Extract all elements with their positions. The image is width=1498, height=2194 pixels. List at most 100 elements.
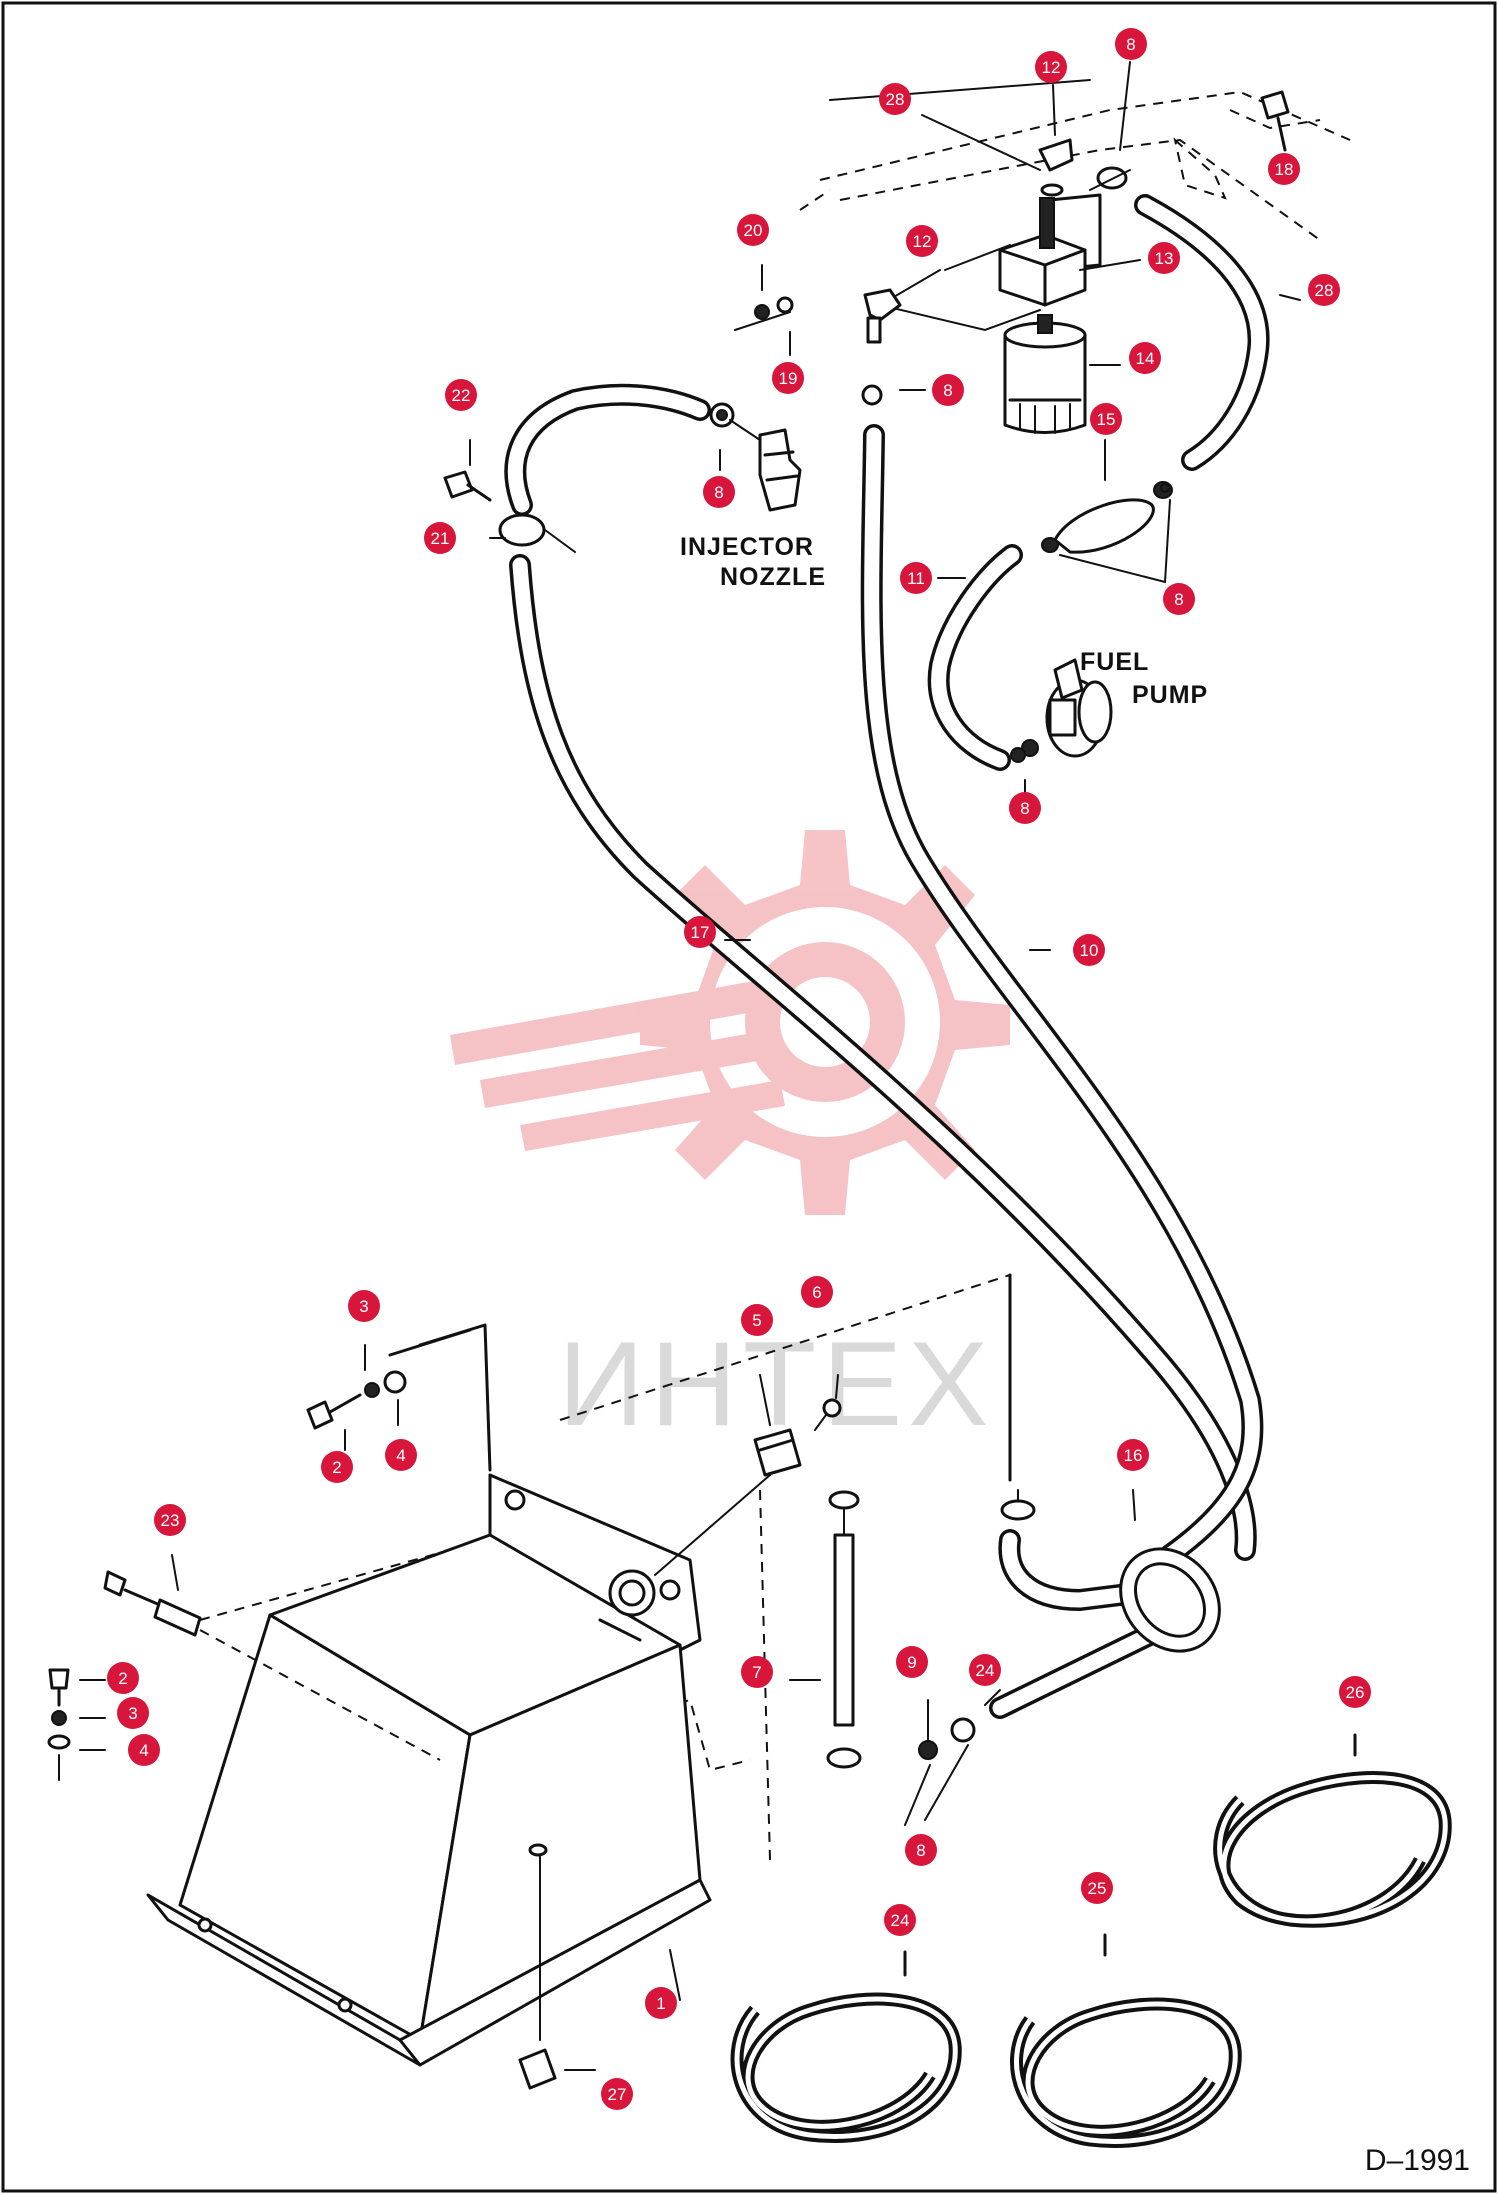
callout-number: 8 <box>916 1841 925 1860</box>
callout-number: 28 <box>1315 281 1334 300</box>
callout-38: 1 <box>645 1987 677 2019</box>
callout-number: 23 <box>161 1511 180 1530</box>
callout-number: 12 <box>913 232 932 251</box>
callout-number: 16 <box>1124 1446 1143 1465</box>
callout-number: 25 <box>1088 1879 1107 1898</box>
callout-badge <box>424 522 456 554</box>
callout-24: 4 <box>385 1439 417 1471</box>
callout-18: 8 <box>1009 792 1041 824</box>
injector-nozzle-label-line2: NOZZLE <box>720 563 826 591</box>
callout-badge <box>1090 403 1122 435</box>
callout-number: 18 <box>1275 160 1294 179</box>
callout-8: 28 <box>1308 274 1340 306</box>
coiled-hose-26 <box>1213 1733 1452 1928</box>
callout-number: 28 <box>886 90 905 109</box>
callout-badge <box>1148 242 1180 274</box>
callout-26: 16 <box>1117 1439 1149 1471</box>
callout-13: 15 <box>1090 403 1122 435</box>
callout-badge <box>1117 1439 1149 1471</box>
callout-badge <box>879 83 911 115</box>
callout-badge <box>906 225 938 257</box>
callout-number: 8 <box>1020 799 1029 818</box>
callout-3: 28 <box>879 83 911 115</box>
callout-number: 19 <box>779 369 798 388</box>
callout-badge <box>1163 583 1195 615</box>
callout-badge <box>905 1834 937 1866</box>
callout-12: 22 <box>445 379 477 411</box>
hose-clamp-21 <box>498 513 576 553</box>
bolt-22 <box>443 439 492 502</box>
coiled-hose-25 <box>1010 1933 1242 2148</box>
callout-badge <box>1339 1676 1371 1708</box>
tank-mount-hardware-upper <box>306 1344 407 1451</box>
hose-24-drain <box>989 1614 1181 1719</box>
callout-7: 13 <box>1148 242 1180 274</box>
callout-number: 26 <box>1346 1683 1365 1702</box>
tank-mount-hardware-left <box>47 1668 106 1781</box>
callout-20: 10 <box>1073 934 1105 966</box>
callout-badge <box>969 1654 1001 1686</box>
callout-1: 8 <box>1115 28 1147 60</box>
callout-15: 21 <box>424 522 456 554</box>
callout-number: 1 <box>656 1994 665 2013</box>
callout-badge <box>1081 1872 1113 1904</box>
callout-4: 18 <box>1268 153 1300 185</box>
callout-number: 10 <box>1080 941 1099 960</box>
callout-2: 12 <box>1035 51 1067 83</box>
callout-number: 4 <box>139 1741 148 1760</box>
hose-28-upper <box>1134 194 1270 471</box>
callout-36: 25 <box>1081 1872 1113 1904</box>
callout-35: 8 <box>905 1834 937 1866</box>
callout-31: 2 <box>107 1662 139 1694</box>
callout-number: 4 <box>396 1446 405 1465</box>
hose-11-pump-feed <box>927 544 1023 771</box>
callout-badge <box>703 476 735 508</box>
fuel-filter-assembly <box>877 138 1131 434</box>
callout-badge <box>154 1504 186 1536</box>
drawing-code: D–1991 <box>1365 2144 1470 2177</box>
callout-number: 24 <box>976 1661 995 1680</box>
callout-number: 12 <box>1042 58 1061 77</box>
callout-badge <box>1268 153 1300 185</box>
callout-30: 7 <box>741 1656 773 1688</box>
fuel-pump-label-line1: FUEL <box>1080 648 1149 676</box>
drain-fittings <box>904 1689 1001 1826</box>
hose-22-injector <box>504 383 711 516</box>
callout-badge <box>645 1987 677 2019</box>
callout-5: 20 <box>737 214 769 246</box>
primer-bulb <box>1041 439 1173 584</box>
callout-25: 2 <box>321 1451 353 1483</box>
callout-29: 24 <box>969 1654 1001 1686</box>
watermark-text: ИНТЕХ <box>558 1317 994 1451</box>
callout-badge <box>1115 28 1147 60</box>
callout-14: 8 <box>703 476 735 508</box>
callout-badge <box>896 1646 928 1678</box>
callout-number: 8 <box>1174 590 1183 609</box>
callout-badge <box>117 1697 149 1729</box>
callout-11: 8 <box>932 374 964 406</box>
callout-badge <box>801 1276 833 1308</box>
callout-badge <box>884 1904 916 1936</box>
fuel-pump-label-line2: PUMP <box>1132 681 1208 709</box>
callout-number: 7 <box>752 1663 761 1682</box>
callout-number: 11 <box>907 569 925 588</box>
vent-hose-7 <box>789 1490 862 1769</box>
callout-number: 3 <box>359 1297 368 1316</box>
coiled-hose-24 <box>730 1950 962 2143</box>
callout-badge <box>772 362 804 394</box>
callout-6: 12 <box>906 225 938 257</box>
callout-number: 21 <box>431 529 450 548</box>
callout-9: 19 <box>772 362 804 394</box>
callout-badge <box>1009 792 1041 824</box>
callout-number: 22 <box>452 386 471 405</box>
callout-badge <box>684 916 716 948</box>
bolt-18 <box>1260 90 1290 152</box>
injector-nozzle <box>709 402 802 512</box>
callout-badge <box>1129 342 1161 374</box>
callout-badge <box>741 1304 773 1336</box>
fuel-filler-cap <box>654 1374 842 1576</box>
callout-33: 4 <box>128 1734 160 1766</box>
callout-number: 3 <box>128 1704 137 1723</box>
